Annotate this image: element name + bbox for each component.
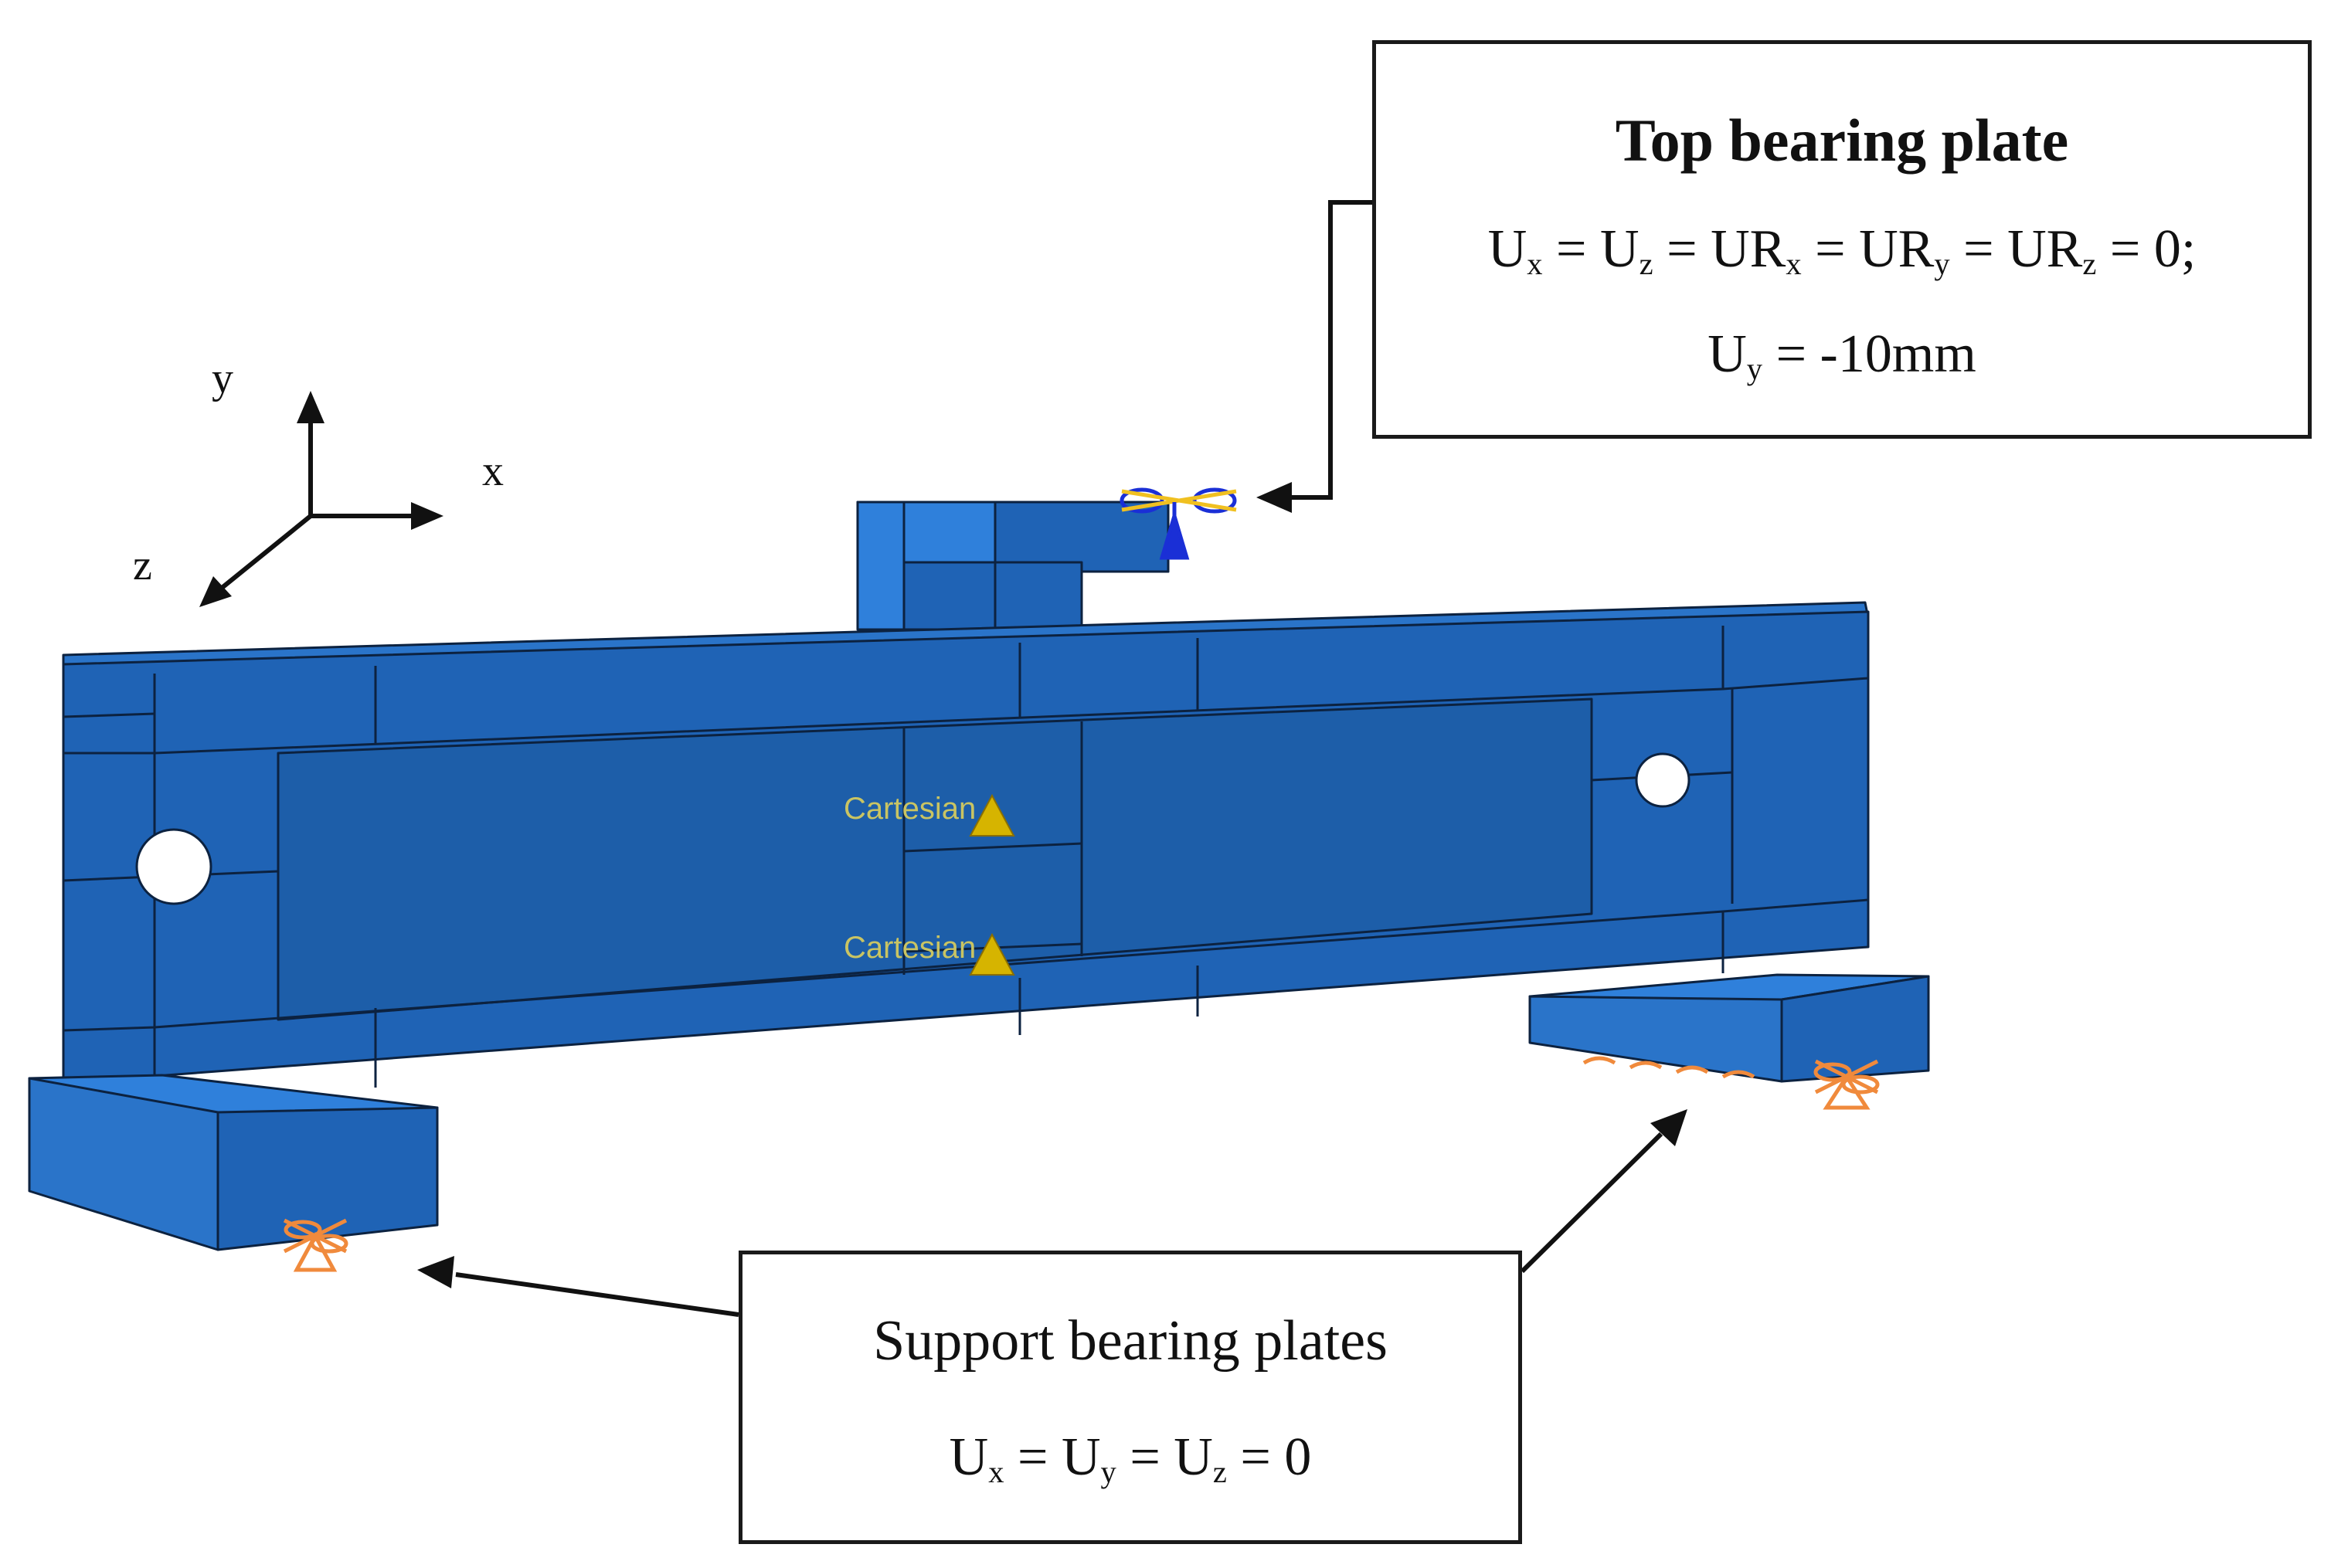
z-axis-label: z: [133, 541, 152, 589]
cartesian-marker-lower: [969, 932, 1015, 976]
support-callout-constraints: Ux = Uy = Uz = 0: [949, 1427, 1312, 1490]
top-bearing-plate: [856, 501, 1170, 631]
top-load-marker: [1120, 487, 1237, 560]
cartesian-label-lower: Cartesian: [844, 931, 976, 965]
left-support-plate: [28, 1074, 439, 1251]
right-support-plate: [1528, 973, 1930, 1083]
cartesian-label-upper: Cartesian: [844, 792, 976, 826]
support-callout-arrow-left: [417, 1256, 739, 1317]
left-hole: [135, 828, 212, 905]
left-support-bc-icon: [283, 1218, 348, 1272]
support-bearing-plates-callout: Support bearing plates Ux = Uy = Uz = 0: [739, 1251, 1522, 1544]
top-bearing-plate-callout: Top bearing plate Ux = Uz = URx = URy = …: [1372, 40, 2312, 439]
top-callout-constraints: Ux = Uz = URx = URy = URz = 0;: [1487, 219, 2197, 282]
cartesian-marker-upper: [969, 793, 1015, 837]
top-callout-arrow: [1256, 200, 1372, 513]
right-hole: [1635, 752, 1690, 808]
beam-model: [28, 501, 1930, 1251]
support-boundary-markers: [283, 1056, 1880, 1272]
support-callout-arrow-right: [1520, 1109, 1687, 1274]
right-support-bc-icons: [1582, 1056, 1880, 1110]
coordinate-axes: [199, 391, 443, 607]
top-callout-title: Top bearing plate: [1615, 107, 2069, 174]
x-axis-label: x: [482, 447, 504, 495]
support-callout-title: Support bearing plates: [873, 1309, 1388, 1373]
top-callout-displacement: Uy = -10mm: [1707, 324, 1976, 387]
y-axis-label: y: [212, 355, 233, 402]
